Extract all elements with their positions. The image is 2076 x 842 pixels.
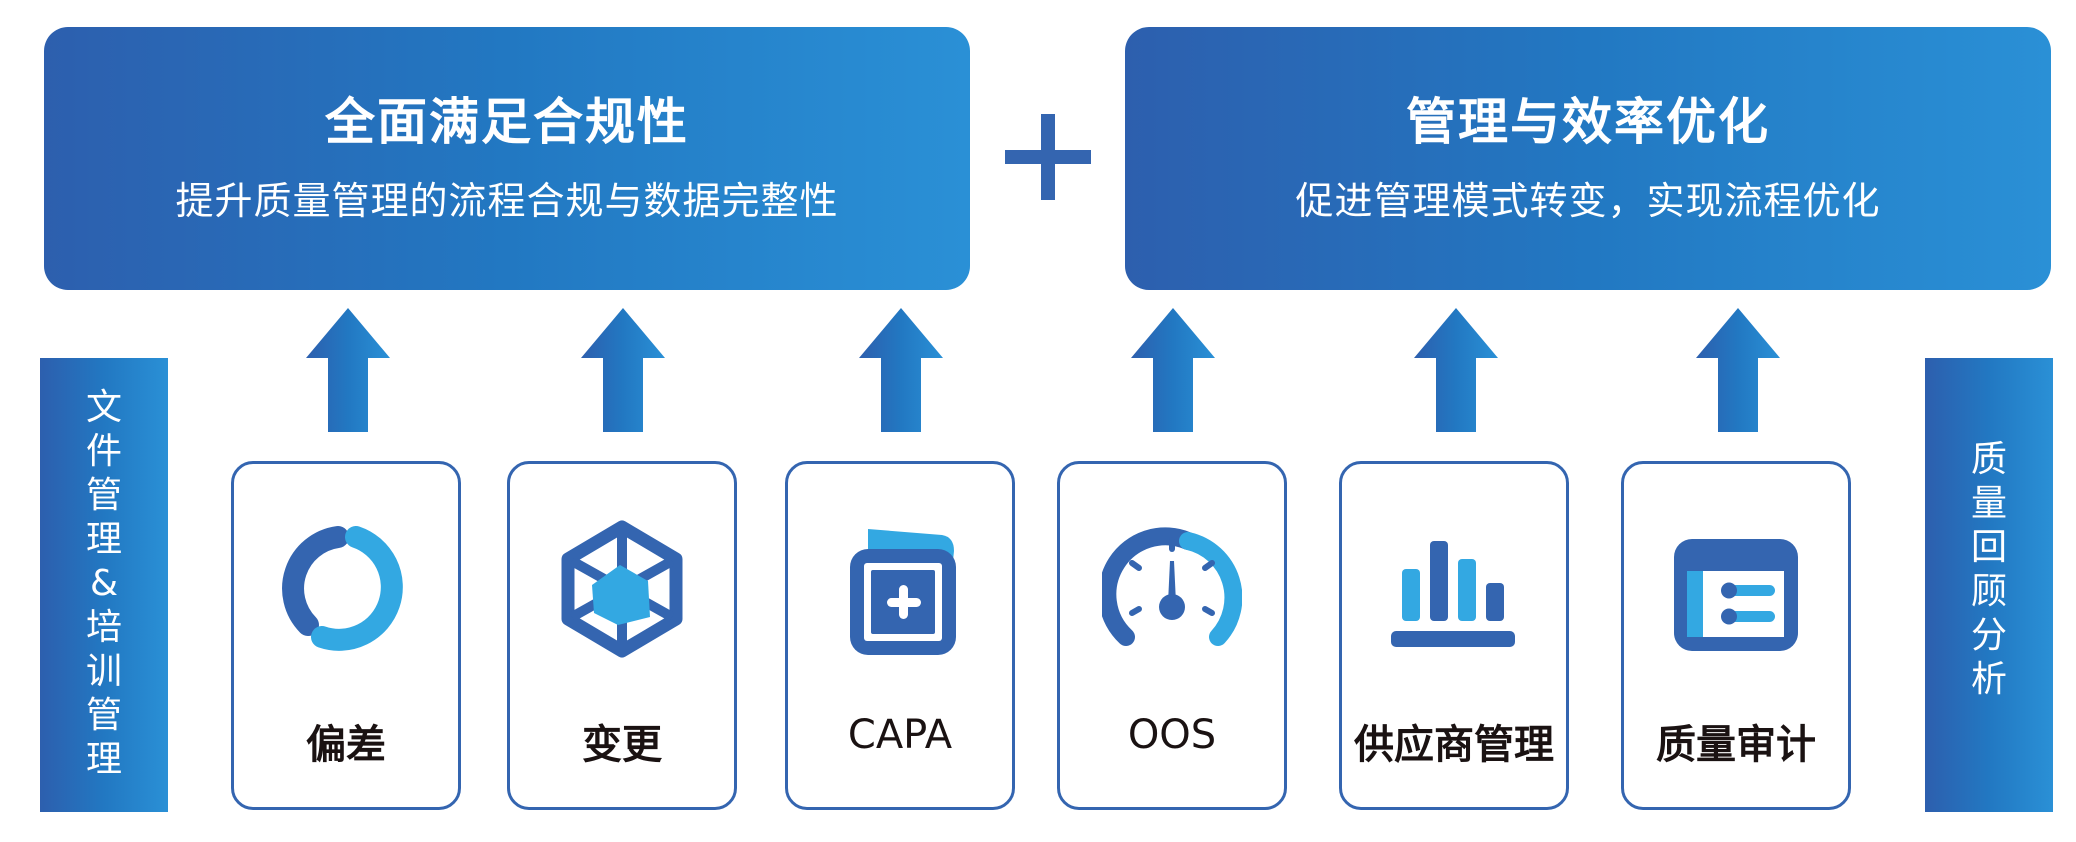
- goal-box-compliance: 全面满足合规性 提升质量管理的流程合规与数据完整性: [44, 27, 970, 290]
- plus-icon: [1005, 114, 1091, 200]
- up-arrow-icon: [1131, 308, 1215, 432]
- goal-subtitle: 提升质量管理的流程合规与数据完整性: [175, 179, 839, 223]
- bar-chart-icon: [1391, 541, 1515, 647]
- module-card-audit[interactable]: 质量审计: [1621, 461, 1851, 810]
- goal-title: 全面满足合规性: [325, 93, 689, 151]
- side-bar-document-training: 文件管理&培训管理: [40, 358, 168, 812]
- module-label: OOS: [1127, 712, 1217, 758]
- up-arrow-icon: [859, 308, 943, 432]
- module-card-change[interactable]: 变更: [507, 461, 737, 810]
- module-card-supplier[interactable]: 供应商管理: [1339, 461, 1569, 810]
- module-label: 质量审计: [1656, 722, 1816, 768]
- add-card-icon: [850, 529, 956, 655]
- module-label: 供应商管理: [1354, 722, 1554, 768]
- side-bar-label: 质量回顾分析: [1970, 439, 2007, 700]
- gauge-icon: [1102, 527, 1242, 646]
- ring-chart-icon: [282, 526, 403, 651]
- goal-subtitle: 促进管理模式转变，实现流程优化: [1295, 179, 1881, 223]
- module-card-capa[interactable]: CAPA: [785, 461, 1015, 810]
- goal-box-efficiency: 管理与效率优化 促进管理模式转变，实现流程优化: [1125, 27, 2051, 290]
- module-card-oos[interactable]: OOS: [1057, 461, 1287, 810]
- up-arrow-icon: [581, 308, 665, 432]
- up-arrow-icon: [1696, 308, 1780, 432]
- module-label: 偏差: [306, 722, 386, 768]
- module-label: CAPA: [847, 712, 953, 758]
- module-label: 变更: [582, 722, 662, 768]
- side-bar-quality-review: 质量回顾分析: [1925, 358, 2053, 812]
- checklist-window-icon: [1674, 539, 1798, 651]
- up-arrow-icon: [1414, 308, 1498, 432]
- side-bar-label: 文件管理&培训管理: [85, 387, 122, 780]
- up-arrow-icon: [306, 308, 390, 432]
- hexagon-cube-icon: [561, 520, 683, 658]
- module-card-deviation[interactable]: 偏差: [231, 461, 461, 810]
- goal-title: 管理与效率优化: [1406, 93, 1770, 151]
